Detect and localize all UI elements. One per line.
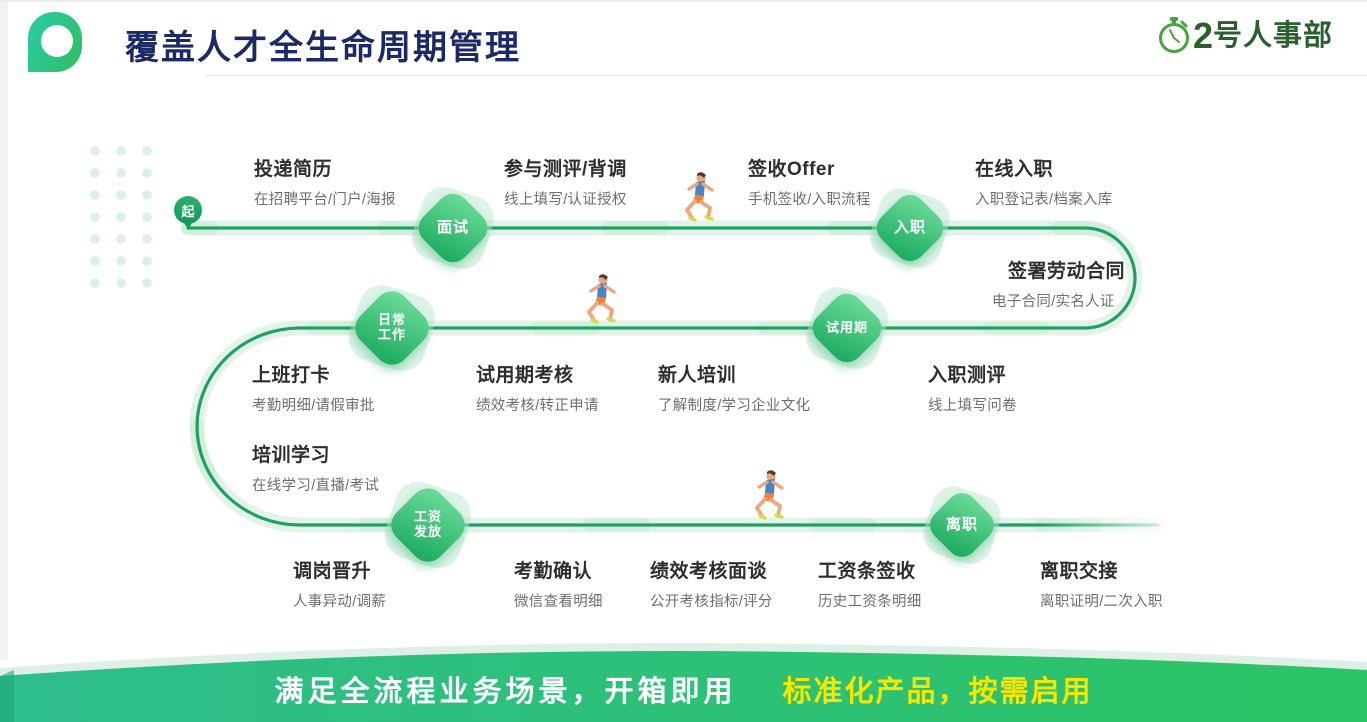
brand-number: 2: [1192, 15, 1213, 56]
stage-sign-offer: 签收Offer 手机签收/入职流程: [748, 159, 871, 208]
banner-shape: [0, 643, 1367, 722]
node-daily-work: 日常工作: [342, 278, 442, 378]
runner-illustration: [586, 274, 616, 324]
stopwatch-icon: [1158, 17, 1189, 53]
banner-slogan: 满足全流程业务场景，开箱即用 标准化产品，按需启用: [0, 668, 1367, 710]
stage-payslip-sign: 工资条签收 历史工资条明细: [818, 561, 922, 610]
runner-illustration: [754, 470, 784, 520]
page-top-border: [0, 0, 1367, 2]
node-interview: 面试: [406, 181, 500, 275]
decor-dot-grid: [78, 138, 156, 290]
stage-newcomer-training: 新人培训 了解制度/学习企业文化: [658, 365, 811, 414]
stage-clock-in: 上班打卡 考勤明细/请假审批: [252, 365, 375, 414]
path-end-fade: [1040, 504, 1220, 548]
stage-training-learning: 培训学习 在线学习/直播/考试: [252, 445, 380, 494]
runner-illustration: [684, 172, 714, 222]
stage-offboarding-handover: 离职交接 离职证明/二次入职: [1040, 561, 1163, 610]
page-left-margin: [0, 0, 8, 660]
header: 覆盖人才全生命周期管理 2 号人事部: [0, 0, 1367, 76]
stage-onboarding-assessment: 入职测评 线上填写问卷: [928, 365, 1017, 414]
start-pin-label: 起: [181, 203, 195, 219]
stage-assessment-background-check: 参与测评/背调 线上填写/认证授权: [504, 159, 627, 208]
stage-sign-labor-contract: 签署劳动合同 电子合同/实名人证: [992, 261, 1126, 310]
brand-logo: 2 号人事部: [1157, 16, 1333, 56]
start-pin: 起: [174, 196, 202, 229]
node-onboarding: 入职: [864, 182, 956, 274]
header-divider: [205, 75, 1367, 76]
company-logo-icon: [28, 12, 82, 72]
lifecycle-diagram: 起 面试 入职 日常工作 试用期 工资发放 离职: [0, 76, 1367, 652]
stage-probation-review: 试用期考核 绩效考核/转正申请: [476, 365, 599, 414]
company-logo-hole: [41, 25, 73, 57]
brand-name: 号人事部: [1212, 19, 1333, 52]
node-probation: 试用期: [800, 281, 894, 375]
stage-performance-interview: 绩效考核面谈 公开考核指标/评分: [650, 561, 773, 610]
stage-transfer-promotion: 调岗晋升 人事异动/调薪: [293, 561, 387, 610]
banner-slogan-white: 满足全流程业务场景，开箱即用: [274, 676, 737, 708]
node-offboarding: 离职: [917, 480, 1007, 570]
stage-attendance-confirm: 考勤确认 微信查看明细: [514, 561, 603, 610]
node-payroll: 工资发放: [378, 475, 478, 575]
bottom-banner: 满足全流程业务场景，开箱即用 标准化产品，按需启用: [0, 632, 1367, 722]
page-title: 覆盖人才全生命周期管理: [125, 29, 521, 67]
stage-submit-resume: 投递简历 在招聘平台/门户/海报: [254, 159, 396, 208]
banner-slogan-yellow: 标准化产品，按需启用: [782, 676, 1093, 708]
stage-online-onboarding: 在线入职 入职登记表/档案入库: [975, 159, 1113, 208]
